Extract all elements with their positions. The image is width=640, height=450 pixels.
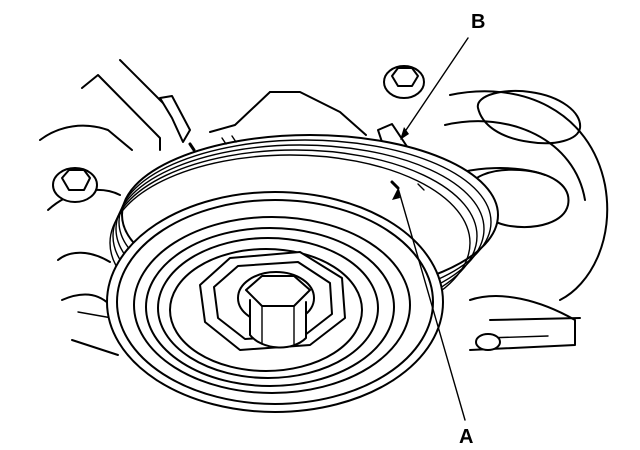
crankshaft-pulley (106, 134, 499, 413)
block-bolt-left (52, 167, 98, 203)
leader-line-a (392, 187, 466, 421)
pulley-center-bolt (237, 271, 315, 349)
pulley-timing-marks (188, 135, 425, 191)
callout-label-a: A (459, 426, 473, 448)
block-bolt-bottom-right (475, 333, 501, 351)
callout-label-b: B (471, 11, 485, 33)
leader-line-b (400, 37, 469, 140)
timing-pointer-left (159, 95, 191, 143)
block-bolt-top (383, 65, 425, 99)
